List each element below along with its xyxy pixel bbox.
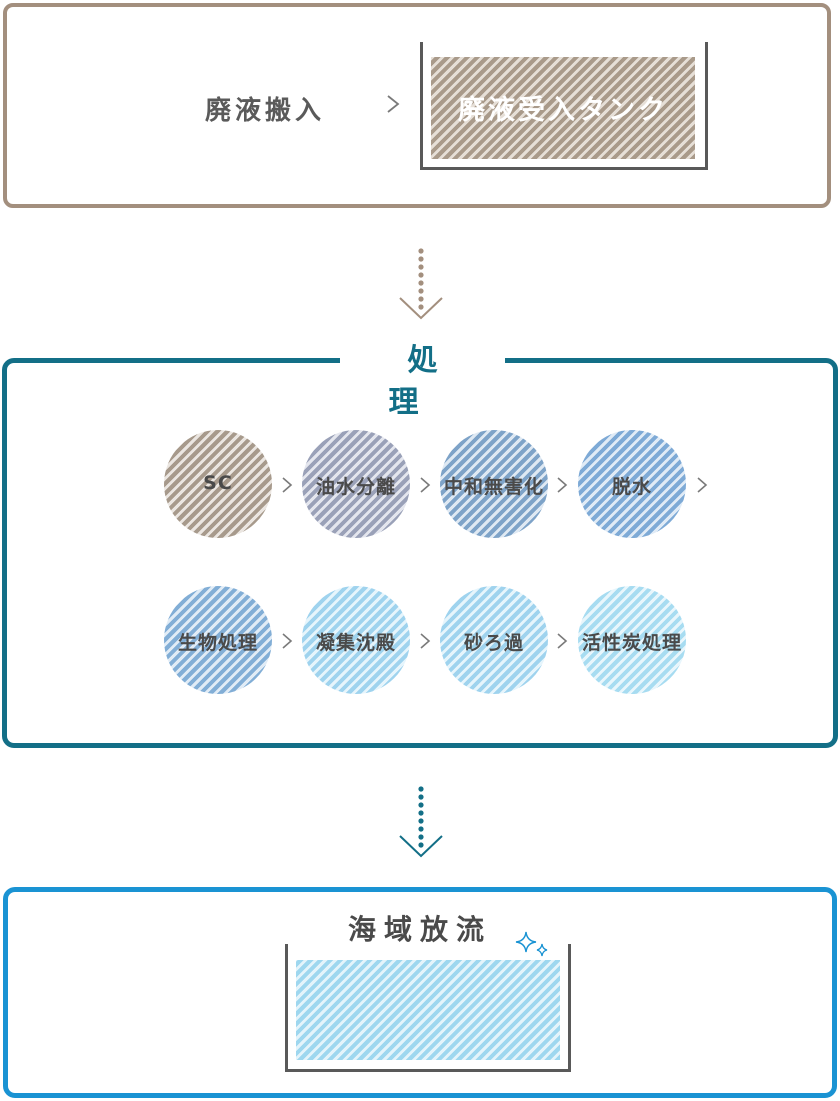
step-circle-biological-treatment — [164, 586, 272, 694]
intake-label: 廃液搬入 — [204, 96, 325, 126]
discharge-label: 海域放流 — [347, 913, 492, 946]
chevron-right-icon — [420, 477, 431, 493]
treatment-title: 処理 — [388, 343, 476, 420]
step-circle-neutralization — [440, 430, 548, 538]
intake-tank-label: 廃液受入タンク — [458, 95, 668, 126]
chevron-right-icon — [557, 633, 568, 649]
chevron-right-icon — [282, 633, 293, 649]
step-label-sc: SC — [203, 472, 233, 494]
step-label-coagulation-sedimentation: 凝集沈殿 — [315, 632, 396, 654]
chevron-right-icon — [420, 633, 431, 649]
intake-tank-fill — [431, 57, 695, 159]
intake-tank — [420, 42, 708, 170]
arrow-down-icon — [396, 784, 446, 860]
step-circle-sc — [164, 430, 272, 538]
chevron-right-icon — [387, 95, 400, 113]
step-label-neutralization: 中和無害化 — [443, 476, 544, 498]
intake-section — [3, 3, 831, 208]
chevron-right-icon — [697, 477, 708, 493]
chevron-right-icon — [282, 477, 293, 493]
discharge-tank-fill — [296, 960, 560, 1060]
step-circle-activated-carbon — [578, 586, 686, 694]
step-circle-oil-water-separation — [302, 430, 410, 538]
treatment-title-background — [340, 340, 505, 382]
discharge-section — [3, 887, 837, 1098]
step-label-activated-carbon: 活性炭処理 — [581, 632, 682, 654]
chevron-right-icon — [557, 477, 568, 493]
step-circle-dehydration — [578, 430, 686, 538]
sparkle-icon — [515, 931, 548, 957]
step-circle-sand-filtration — [440, 586, 548, 694]
step-label-oil-water-separation: 油水分離 — [315, 476, 396, 498]
step-label-sand-filtration: 砂ろ過 — [463, 632, 524, 654]
discharge-tank — [285, 944, 571, 1072]
arrow-down-icon — [396, 246, 446, 322]
step-label-dehydration: 脱水 — [611, 476, 652, 498]
step-label-biological-treatment: 生物処理 — [177, 632, 258, 654]
step-circle-coagulation-sedimentation — [302, 586, 410, 694]
